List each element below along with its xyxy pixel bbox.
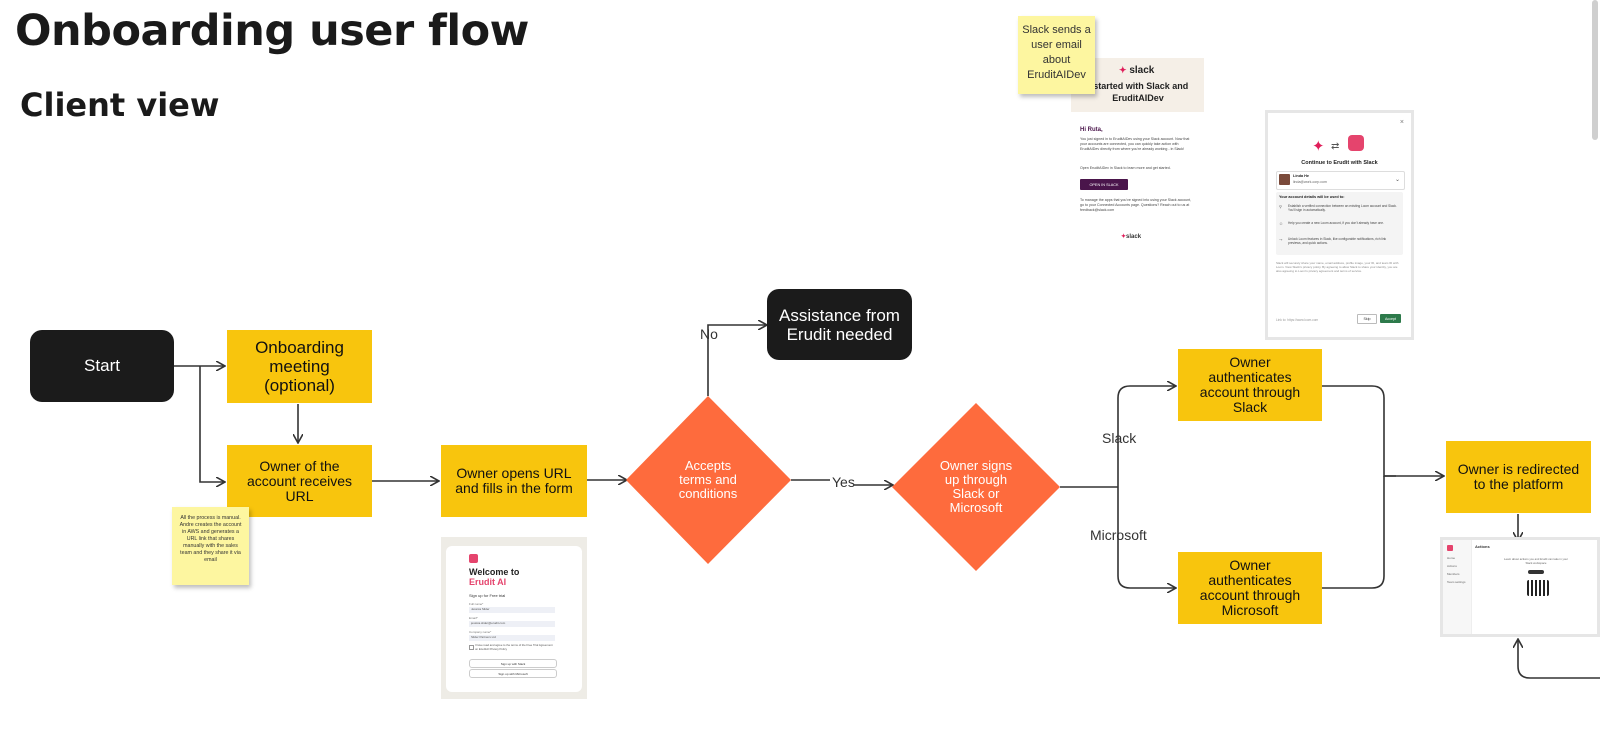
- erudit-app-icon: [1348, 135, 1364, 151]
- email-greeting: Hi Ruta,: [1080, 127, 1103, 133]
- slack-app-icon: ✦: [1312, 138, 1325, 155]
- sidebar-item-settings[interactable]: Team settings: [1447, 580, 1466, 584]
- account-details-box: Your account details will be used to: Es…: [1276, 192, 1403, 255]
- consent-title: Continue to Erudit with Slack: [1301, 160, 1378, 166]
- details-heading: Your account details will be used to:: [1279, 195, 1345, 199]
- slack-footer-icon: ✦: [1121, 234, 1127, 240]
- accepts-terms-label[interactable]: Accepts terms and conditions: [678, 458, 738, 501]
- email-footer-logo: ✦slack: [1121, 234, 1142, 240]
- edge-label-no: No: [700, 326, 718, 342]
- edge-to-slack: [1117, 386, 1175, 487]
- sidebar-item-members[interactable]: Members: [1447, 572, 1460, 576]
- erudit-logo-icon: [1447, 545, 1453, 551]
- edge-start-receive: [199, 366, 224, 482]
- consent-link[interactable]: Link to: https://www.loom.com: [1276, 318, 1319, 322]
- start-node[interactable]: Start: [30, 330, 174, 402]
- sidebar-item-actions[interactable]: Actions: [1447, 564, 1457, 568]
- detail-item: Establish a verified connection between …: [1288, 204, 1397, 213]
- signup-form-screenshot: Welcome to Erudit AI Sign up for Free tr…: [441, 537, 587, 699]
- platform-sidebar: Home Actions Members Team settings: [1443, 540, 1472, 634]
- person-icon: ☺: [1279, 221, 1284, 226]
- owner-receives-url-node[interactable]: Owner of the account receives URL: [227, 445, 372, 517]
- illustration-icon: [1527, 580, 1549, 596]
- edge-platform-return: [1518, 640, 1600, 679]
- email-heading: t started with Slack and EruditAIDev: [1087, 81, 1189, 103]
- slack-email-sticky[interactable]: Slack sends a user email about EruditAID…: [1018, 16, 1095, 94]
- terms-text: I have read and agree to the terms of th…: [475, 643, 553, 651]
- diamond-signup: [892, 403, 1060, 571]
- connect-arrows-icon: ⇄: [1331, 141, 1340, 152]
- user-email: linda@work-corp.com: [1293, 180, 1327, 184]
- detail-item: Help you create a new Loom account, if y…: [1288, 221, 1384, 225]
- open-in-slack-button[interactable]: OPEN IN SLACK: [1080, 179, 1128, 190]
- diamond-accepts: [626, 396, 791, 564]
- platform-cta-button[interactable]: [1528, 570, 1544, 574]
- platform-header: Actions: [1475, 544, 1490, 549]
- edge-label-yes: Yes: [832, 474, 855, 490]
- email-field[interactable]: jessica.slider@erudit.com: [469, 621, 555, 627]
- consent-close-icon[interactable]: ×: [1399, 119, 1404, 126]
- detail-item: Unlock Loom features in Slack, like conf…: [1288, 237, 1387, 246]
- company-field[interactable]: Slider Partners Ltd: [469, 635, 555, 641]
- brand-text: Erudit AI: [469, 577, 507, 587]
- slack-logo: ✦ slack: [1119, 65, 1155, 76]
- chevron-down-icon: ⌄: [1394, 177, 1400, 183]
- field-label: Email*: [469, 616, 478, 620]
- edge-accepts-no: [707, 325, 766, 396]
- accept-button[interactable]: Accept: [1380, 314, 1401, 323]
- key-icon: ⚲: [1279, 204, 1282, 209]
- edge-label-slack: Slack: [1102, 430, 1137, 446]
- slack-logo-icon: ✦: [1119, 65, 1127, 75]
- slack-consent-screenshot: × ✦ ⇄ Continue to Erudit with Slack Lind…: [1265, 110, 1414, 340]
- redirected-node[interactable]: Owner is redirected to the platform: [1446, 441, 1591, 513]
- skip-button[interactable]: Skip: [1357, 314, 1377, 324]
- page-title: Onboarding user flow: [15, 6, 529, 56]
- signup-subheading: Sign up for Free trial: [469, 593, 506, 598]
- platform-empty-text: Learn about actions you and Erudit can t…: [1504, 557, 1568, 565]
- canvas-scrollbar[interactable]: [1592, 0, 1598, 140]
- sidebar-item-home[interactable]: Home: [1447, 556, 1456, 560]
- email-body-1: You just signed in to EruditAIDev using …: [1080, 137, 1190, 151]
- terms-checkbox[interactable]: [469, 645, 474, 650]
- signup-slack-button[interactable]: Sign up with Slack: [469, 659, 557, 668]
- edge-slack-merge: [1322, 385, 1396, 477]
- page-subtitle: Client view: [20, 86, 220, 124]
- platform-screenshot: Home Actions Members Team settings Actio…: [1440, 537, 1600, 637]
- signup-microsoft-button[interactable]: Sign up with Microsoft: [469, 669, 557, 678]
- assistance-needed-node[interactable]: Assistance from Erudit needed: [767, 289, 912, 360]
- user-name: Linda He: [1293, 174, 1310, 178]
- field-label: Full name*: [469, 602, 484, 606]
- email-body-2: Open EruditAIDev in Slack to learn more …: [1080, 166, 1171, 170]
- auth-slack-node[interactable]: Owner authenticates account through Slac…: [1178, 349, 1322, 421]
- avatar: [1279, 174, 1290, 185]
- email-body-3: To manage the apps that you've signed in…: [1080, 198, 1192, 212]
- manual-process-sticky[interactable]: All the process is manual. Andre creates…: [172, 507, 249, 585]
- owner-signs-up-label[interactable]: Owner signs up through Slack or Microsof…: [939, 458, 1013, 515]
- signup-card: Welcome to Erudit AI Sign up for Free tr…: [446, 546, 582, 692]
- auth-microsoft-node[interactable]: Owner authenticates account through Micr…: [1178, 552, 1322, 624]
- unlock-icon: ⊸: [1279, 237, 1283, 242]
- full-name-field[interactable]: Jessica Slider: [469, 607, 555, 613]
- field-label: Company name*: [469, 630, 492, 634]
- onboarding-meeting-node[interactable]: Onboarding meeting (optional): [227, 330, 372, 403]
- erudit-logo-icon: [469, 554, 478, 563]
- owner-opens-url-node[interactable]: Owner opens URL and fills in the form: [441, 445, 587, 517]
- welcome-text: Welcome to: [469, 567, 520, 577]
- edge-to-microsoft: [1117, 487, 1175, 588]
- edge-microsoft-merge: [1322, 476, 1385, 589]
- consent-fine-print: Slack will securely share your name, ema…: [1276, 261, 1399, 273]
- edge-label-microsoft: Microsoft: [1090, 527, 1147, 543]
- account-selector[interactable]: Linda He linda@work-corp.com ⌄: [1276, 171, 1405, 190]
